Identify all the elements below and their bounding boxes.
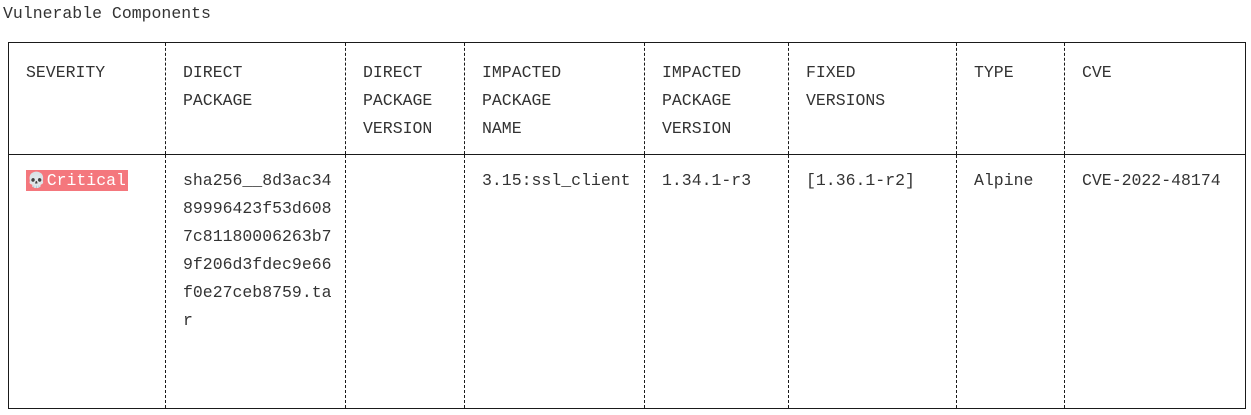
column-header-line: PACKAGE	[363, 91, 433, 110]
fixed-versions-value: [1.36.1-r2]	[806, 171, 915, 190]
cell-direct-package-version	[345, 154, 465, 409]
vulnerable-components-table: SEVERITY DIRECT PACKAGE DIRECT PACKAGE V…	[8, 42, 1246, 409]
severity-badge: 💀Critical	[26, 170, 128, 191]
direct-package-value: sha256__8d3ac3489996423f53d6087c81180006…	[183, 171, 332, 330]
column-header-line: PACKAGE	[662, 91, 732, 110]
column-header-line: DIRECT	[183, 63, 243, 82]
column-header-line: CVE	[1082, 63, 1112, 82]
column-header-impacted-package-name: IMPACTED PACKAGE NAME	[464, 42, 645, 155]
column-header-line: VERSION	[363, 119, 433, 138]
impacted-package-version-value: 1.34.1-r3	[662, 171, 752, 190]
cell-impacted-package-name: 3.15:ssl_client	[464, 154, 645, 409]
cell-fixed-versions: [1.36.1-r2]	[788, 154, 957, 409]
skull-icon: 💀	[27, 171, 46, 189]
column-header-impacted-package-version: IMPACTED PACKAGE VERSION	[644, 42, 789, 155]
column-header-type: TYPE	[956, 42, 1065, 155]
column-header-line: FIXED	[806, 63, 856, 82]
cve-value: CVE-2022-48174	[1082, 171, 1221, 190]
cell-cve: CVE-2022-48174	[1064, 154, 1246, 409]
column-header-cve: CVE	[1064, 42, 1246, 155]
column-header-direct-package-version: DIRECT PACKAGE VERSION	[345, 42, 465, 155]
table-header-row: SEVERITY DIRECT PACKAGE DIRECT PACKAGE V…	[8, 42, 1246, 155]
column-header-line: PACKAGE	[183, 91, 253, 110]
column-header-line: IMPACTED	[482, 63, 562, 82]
column-header-line: PACKAGE	[482, 91, 552, 110]
cell-direct-package: sha256__8d3ac3489996423f53d6087c81180006…	[165, 154, 346, 409]
column-header-line: NAME	[482, 119, 522, 138]
page-title: Vulnerable Components	[3, 4, 211, 23]
table-row: 💀Critical sha256__8d3ac3489996423f53d608…	[8, 154, 1246, 409]
cell-type: Alpine	[956, 154, 1065, 409]
column-header-line: SEVERITY	[26, 63, 106, 82]
column-header-direct-package: DIRECT PACKAGE	[165, 42, 346, 155]
severity-label: Critical	[46, 171, 126, 190]
cell-impacted-package-version: 1.34.1-r3	[644, 154, 789, 409]
type-value: Alpine	[974, 171, 1034, 190]
column-header-fixed-versions: FIXED VERSIONS	[788, 42, 957, 155]
column-header-line: VERSION	[662, 119, 732, 138]
column-header-line: TYPE	[974, 63, 1014, 82]
column-header-line: DIRECT	[363, 63, 423, 82]
cell-severity: 💀Critical	[8, 154, 166, 409]
column-header-line: IMPACTED	[662, 63, 742, 82]
column-header-line: VERSIONS	[806, 91, 886, 110]
column-header-severity: SEVERITY	[8, 42, 166, 155]
impacted-package-name-value: 3.15:ssl_client	[482, 171, 631, 190]
